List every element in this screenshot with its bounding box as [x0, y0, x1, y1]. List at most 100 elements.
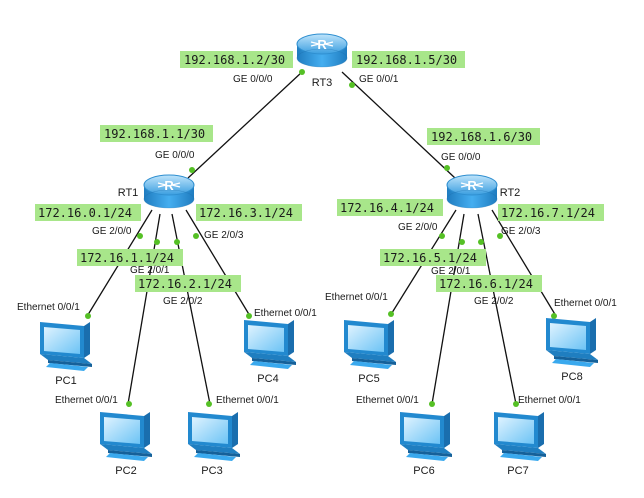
- ip-label-rt2-ge202: 172.16.6.1/24: [436, 275, 542, 292]
- ip-label-rt1-ge203: 172.16.3.1/24: [196, 204, 302, 221]
- svg-text:172.16.3.1/24: 172.16.3.1/24: [199, 206, 293, 220]
- svg-text:192.168.1.6/30: 192.168.1.6/30: [431, 130, 532, 144]
- port-dot: [513, 401, 519, 407]
- port-dot: [154, 239, 160, 245]
- ip-label-rt3-ge000: 192.168.1.2/30: [180, 51, 293, 68]
- port-label: GE 0/0/1: [359, 74, 399, 85]
- port-dot: [388, 311, 394, 317]
- pc-icon: [244, 320, 296, 369]
- pc-icon: [40, 322, 92, 371]
- port-label: GE 2/0/0: [92, 226, 132, 237]
- port-label: GE 0/0/0: [441, 152, 481, 163]
- pc6-name: PC6: [413, 465, 434, 477]
- port-dot: [459, 239, 465, 245]
- pc-pc1[interactable]: PC1: [40, 322, 92, 387]
- port-label: GE 2/0/3: [501, 226, 541, 237]
- pc7-name: PC7: [507, 465, 528, 477]
- port-dot: [137, 233, 143, 239]
- port-dot: [429, 401, 435, 407]
- pc1-name: PC1: [55, 375, 76, 387]
- pc-pc3[interactable]: PC3: [188, 412, 240, 477]
- pc-pc7[interactable]: PC7: [494, 412, 546, 477]
- link-rt1-pc4: [185, 209, 251, 317]
- pc-pc5[interactable]: PC5: [344, 320, 396, 385]
- port-label: Ethernet 0/0/1: [17, 302, 80, 313]
- svg-text:192.168.1.2/30: 192.168.1.2/30: [184, 53, 285, 67]
- router-rt1-name: RT1: [118, 187, 139, 199]
- port-dot: [497, 233, 503, 239]
- port-dot: [85, 313, 91, 319]
- port-label: Ethernet 0/0/1: [216, 395, 279, 406]
- port-dot: [299, 69, 305, 75]
- router-rt2[interactable]: RT2: [446, 174, 521, 209]
- pc-icon: [400, 412, 452, 461]
- link-rt2-pc8: [491, 209, 557, 317]
- port-dot: [193, 233, 199, 239]
- port-label: GE 2/0/2: [474, 296, 514, 307]
- pc-pc4[interactable]: PC4: [244, 320, 296, 385]
- port-label: GE 2/0/1: [431, 266, 471, 277]
- port-dot: [551, 313, 557, 319]
- port-dot: [126, 401, 132, 407]
- pc-icon: [546, 318, 598, 367]
- svg-text:192.168.1.5/30: 192.168.1.5/30: [356, 53, 457, 67]
- pc-pc6[interactable]: PC6: [400, 412, 452, 477]
- pc2-name: PC2: [115, 465, 136, 477]
- ip-label-rt2-ge000: 192.168.1.6/30: [427, 128, 540, 145]
- port-dot: [444, 165, 450, 171]
- svg-text:172.16.1.1/24: 172.16.1.1/24: [80, 251, 174, 265]
- ip-labels: 192.168.1.2/30 192.168.1.5/30 192.168.1.…: [35, 51, 604, 292]
- port-label: Ethernet 0/0/1: [55, 395, 118, 406]
- port-dot: [174, 239, 180, 245]
- links: [85, 71, 557, 405]
- ip-label-rt1-ge200: 172.16.0.1/24: [35, 204, 141, 221]
- router-icon: [296, 33, 348, 68]
- port-label: Ethernet 0/0/1: [356, 395, 419, 406]
- port-label: Ethernet 0/0/1: [325, 292, 388, 303]
- svg-text:172.16.5.1/24: 172.16.5.1/24: [383, 251, 477, 265]
- ip-label-rt2-ge200: 172.16.4.1/24: [337, 199, 443, 216]
- port-dot: [349, 82, 355, 88]
- port-dot: [478, 239, 484, 245]
- port-label: Ethernet 0/0/1: [554, 298, 617, 309]
- port-labels: GE 0/0/0 GE 0/0/1 GE 0/0/0 GE 0/0/0 GE 2…: [17, 74, 617, 406]
- ip-label-rt1-ge000: 192.168.1.1/30: [100, 125, 213, 142]
- router-icon: [446, 174, 498, 209]
- svg-text:192.168.1.1/30: 192.168.1.1/30: [104, 127, 205, 141]
- port-label: GE 0/0/0: [233, 74, 273, 85]
- router-rt3[interactable]: RT3: [296, 33, 348, 89]
- svg-text:172.16.2.1/24: 172.16.2.1/24: [138, 277, 232, 291]
- port-dot: [189, 167, 195, 173]
- port-label: GE 2/0/0: [398, 222, 438, 233]
- port-label: GE 2/0/2: [163, 296, 203, 307]
- port-label: GE 2/0/1: [130, 265, 170, 276]
- svg-text:172.16.4.1/24: 172.16.4.1/24: [340, 201, 434, 215]
- port-dots: [85, 69, 557, 407]
- pc4-name: PC4: [257, 373, 278, 385]
- pc-pc8[interactable]: PC8: [546, 318, 598, 383]
- pc-icon: [344, 320, 396, 369]
- port-label: GE 2/0/3: [204, 230, 244, 241]
- router-rt2-name: RT2: [500, 187, 521, 199]
- link-rt2-pc6: [431, 213, 465, 405]
- port-dot: [246, 313, 252, 319]
- port-label: Ethernet 0/0/1: [254, 308, 317, 319]
- ip-label-rt1-ge202: 172.16.2.1/24: [135, 275, 241, 292]
- port-label: Ethernet 0/0/1: [518, 395, 581, 406]
- ip-label-rt3-ge001: 192.168.1.5/30: [352, 51, 465, 68]
- link-rt1-pc2: [127, 213, 161, 405]
- pc5-name: PC5: [358, 373, 379, 385]
- port-dot: [439, 233, 445, 239]
- router-rt1[interactable]: RT1: [118, 174, 195, 209]
- pc-icon: [188, 412, 240, 461]
- link-rt2-pc7: [477, 213, 517, 405]
- pc-pc2[interactable]: PC2: [100, 412, 152, 477]
- router-rt3-name: RT3: [312, 77, 333, 89]
- pc-icon: [494, 412, 546, 461]
- pc-icon: [100, 412, 152, 461]
- pc8-name: PC8: [561, 371, 582, 383]
- pc3-name: PC3: [201, 465, 222, 477]
- svg-text:172.16.0.1/24: 172.16.0.1/24: [38, 206, 132, 220]
